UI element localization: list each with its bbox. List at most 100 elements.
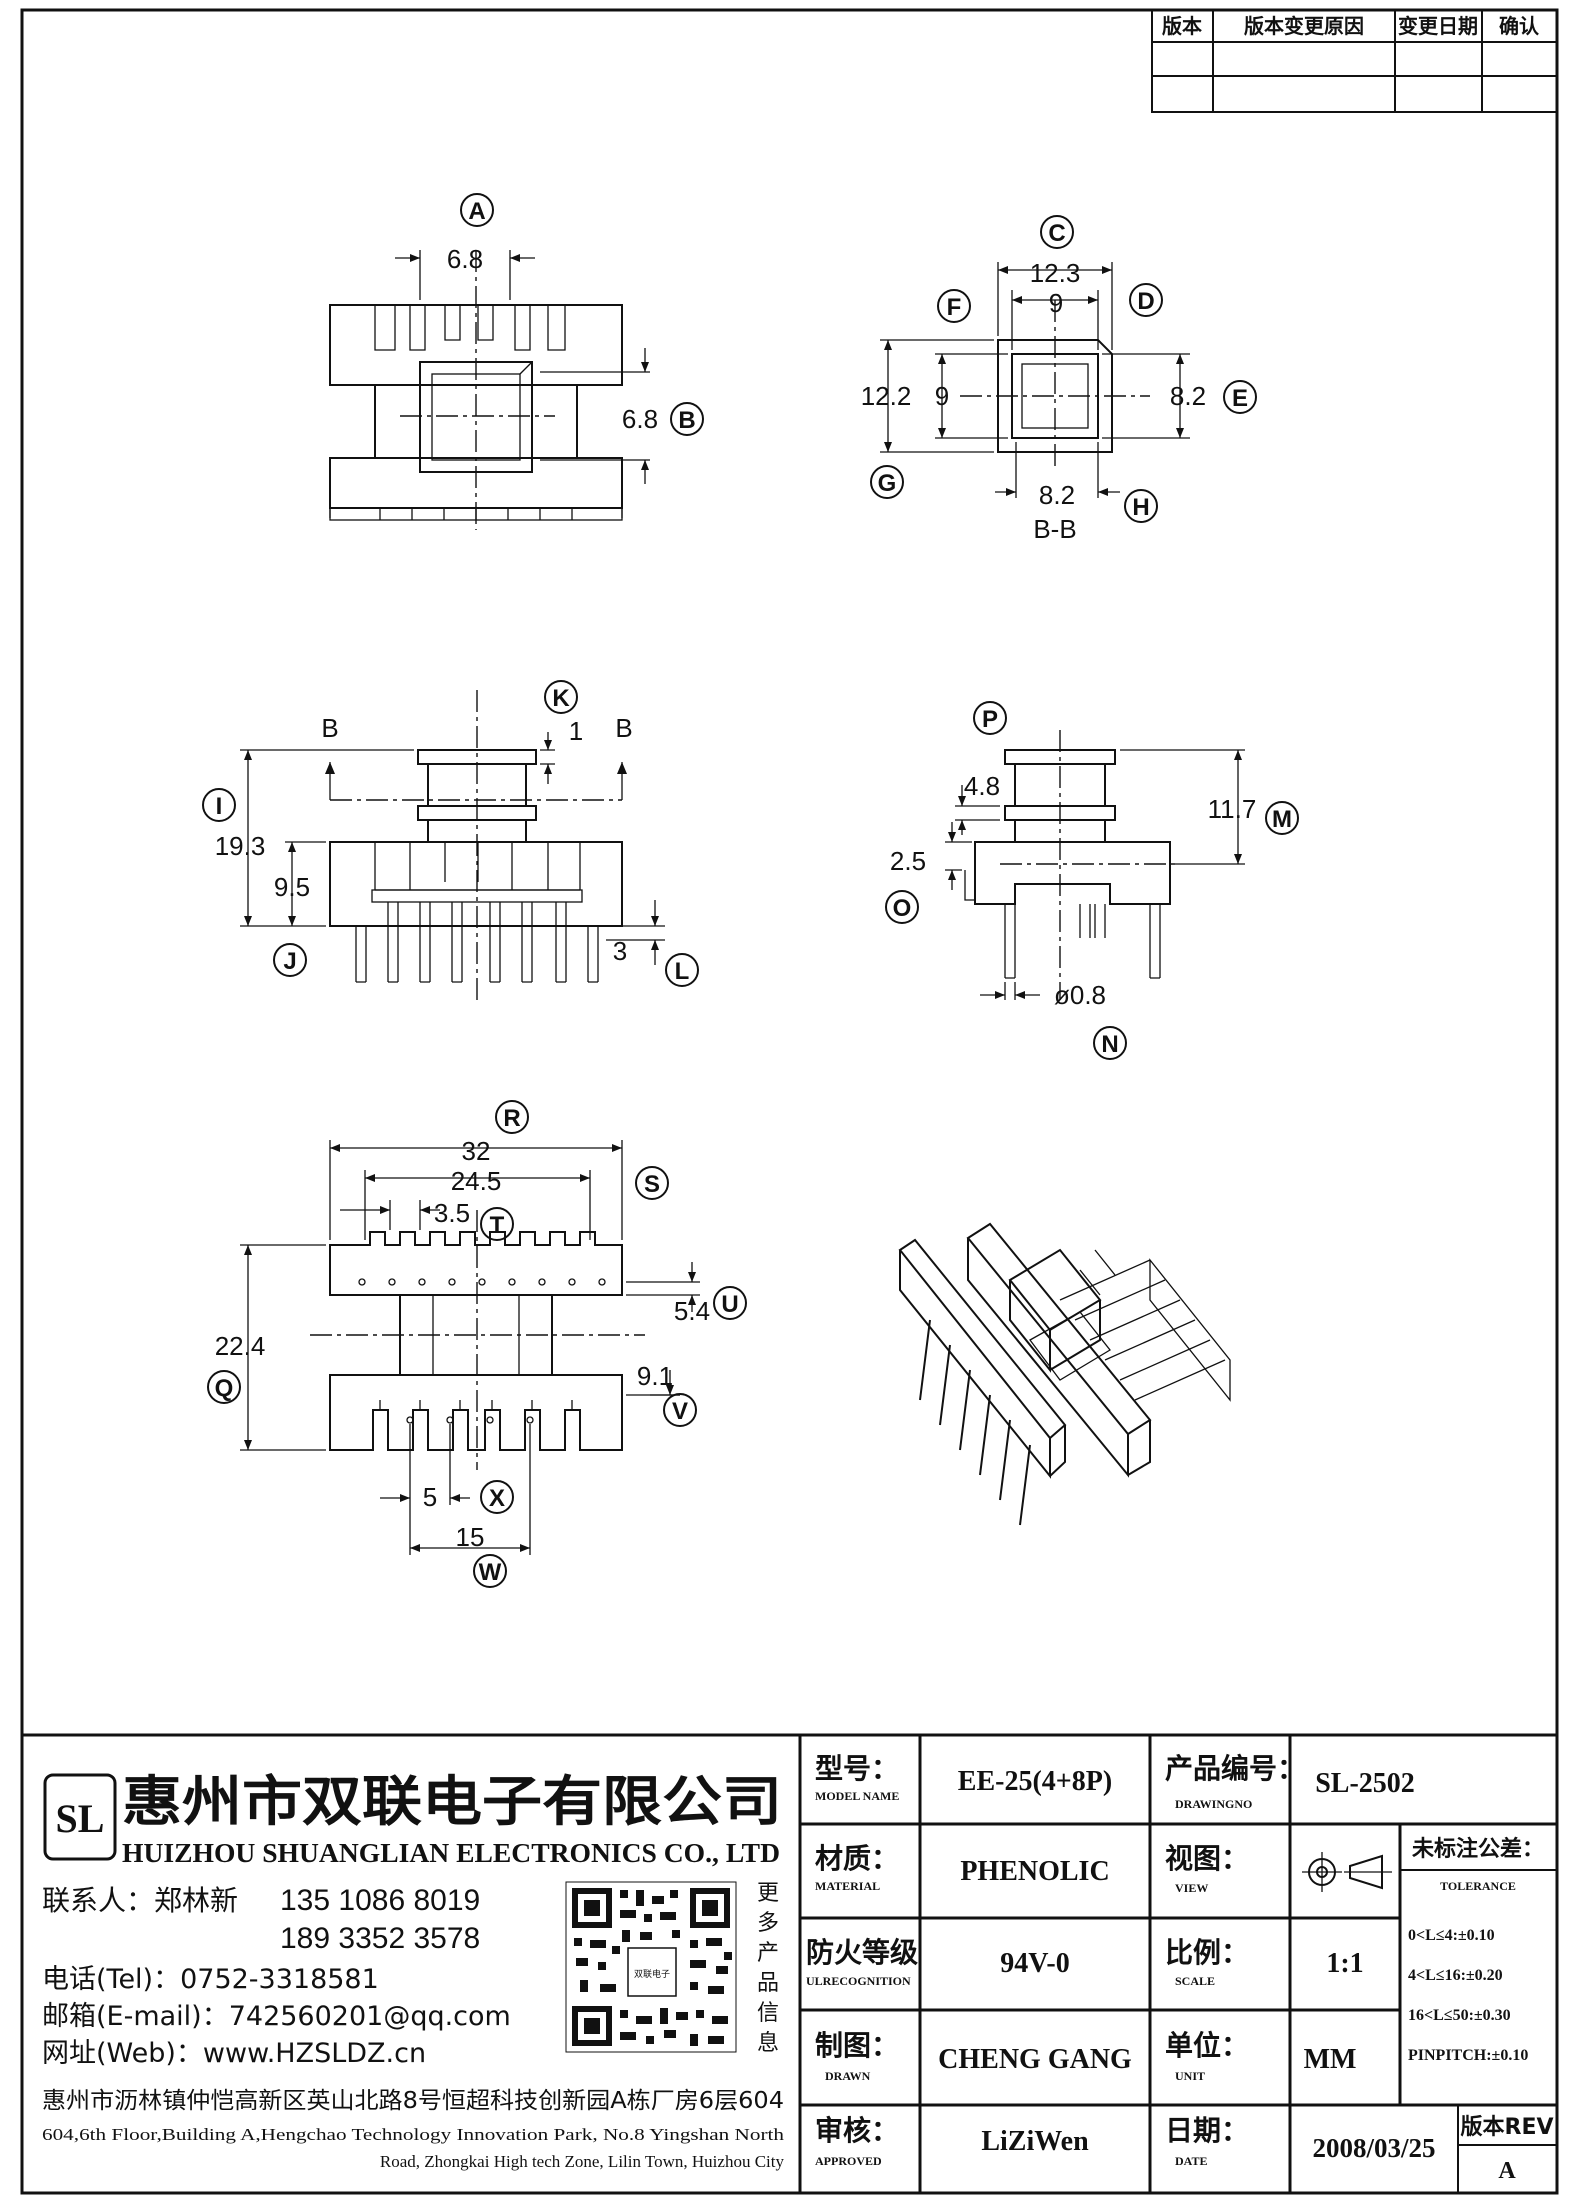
material-sub: MATERIAL bbox=[815, 1879, 880, 1893]
dim-bottom-offset: 9.1 bbox=[637, 1361, 673, 1391]
address-cn: 惠州市沥林镇仲恺高新区英山北路8号恒超科技创新园A栋厂房6层604 bbox=[42, 2088, 784, 2114]
callout-b: B bbox=[678, 407, 695, 434]
drawing-no-value: SL-2502 bbox=[1315, 1768, 1415, 1799]
contact-email: 邮箱(E-mail)：742560201@qq.com bbox=[42, 2001, 511, 2032]
callout-t: T bbox=[490, 1212, 505, 1239]
address-en-2: Road, Zhongkai High tech Zone, Lilin Tow… bbox=[380, 2152, 785, 2171]
callout-w: W bbox=[479, 1559, 502, 1586]
scale-sub: SCALE bbox=[1175, 1974, 1215, 1988]
callout-m: M bbox=[1272, 806, 1292, 833]
unit-sub: UNIT bbox=[1175, 2069, 1205, 2083]
dim-front-pin: 3 bbox=[613, 936, 627, 966]
unit-label: 单位： bbox=[1165, 2029, 1249, 2062]
dim-side-pin-diameter: ø0.8 bbox=[1054, 980, 1106, 1010]
company-name-cn: 惠州市双联电子有限公司 bbox=[122, 1770, 782, 1833]
date-value: 2008/03/25 bbox=[1312, 2133, 1435, 2163]
front-view: B B 1 19.3 9.5 3 K I J L bbox=[202, 680, 699, 1005]
dim-top-width: 6.8 bbox=[447, 244, 483, 274]
drawing-no-sub: DRAWINGNO bbox=[1175, 1797, 1252, 1811]
callout-j: J bbox=[283, 948, 296, 975]
section-view: 12.3 9 12.2 9 8.2 8.2 B-B C bbox=[861, 215, 1257, 544]
address-en-1: 604,6th Floor,Building A,Hengchao Techno… bbox=[42, 2125, 785, 2144]
tolerance-label: 未标注公差： bbox=[1412, 1836, 1544, 1862]
side-view: 4.8 11.7 2.5 ø0.8 P M O N bbox=[885, 701, 1299, 1060]
qr-caption-6: 息 bbox=[757, 2031, 779, 2056]
title-block: 型号： MODEL NAME EE-25(4+8P) 产品编号： DRAWING… bbox=[800, 1735, 1557, 2193]
company-logo-box bbox=[43, 1773, 117, 1861]
dim-bottom-hole: 5.4 bbox=[674, 1296, 710, 1326]
contact-phone-2: 189 3352 3578 bbox=[280, 1922, 480, 1955]
model-sub: MODEL NAME bbox=[815, 1789, 899, 1803]
dim-bottom-pitch: 5 bbox=[423, 1482, 437, 1512]
bottom-view: 32 24.5 3.5 5.4 22.4 9.1 5 bbox=[207, 1100, 747, 1588]
date-label: 日期： bbox=[1165, 2115, 1249, 2147]
section-mark-right: B bbox=[615, 713, 632, 743]
contact-web: 网址(Web)：www.HZSLDZ.cn bbox=[42, 2038, 426, 2069]
model-value: EE-25(4+8P) bbox=[958, 1766, 1112, 1797]
callout-l: L bbox=[675, 958, 690, 985]
fire-rating-label: 防火等级 bbox=[806, 1936, 918, 1969]
contact-phone-1: 135 1086 8019 bbox=[280, 1884, 480, 1917]
rev-header-version: 版本 bbox=[1162, 14, 1202, 38]
approved-value: LiZiWen bbox=[981, 2126, 1089, 2157]
drawn-sub: DRAWN bbox=[825, 2069, 871, 2083]
tolerance-line-2: 4<L≤16:±0.20 bbox=[1408, 1967, 1503, 1984]
approved-label: 审核： bbox=[815, 2114, 899, 2147]
dim-front-base: 9.5 bbox=[274, 872, 310, 902]
drawn-label: 制图： bbox=[815, 2030, 899, 2062]
tolerance-line-3: 16<L≤50:±0.30 bbox=[1408, 2007, 1511, 2024]
callout-s: S bbox=[644, 1171, 660, 1198]
revision-table: 版本 版本变更原因 变更日期 确认 bbox=[1151, 9, 1558, 113]
callout-d: D bbox=[1137, 288, 1154, 315]
pin-hole-row bbox=[358, 1278, 606, 1286]
top-view: 6.8 6.8 A B bbox=[329, 193, 704, 530]
dim-section-width: 12.3 bbox=[1030, 258, 1081, 288]
company-logo: SL bbox=[56, 1796, 105, 1841]
callout-k: K bbox=[552, 685, 570, 712]
dim-side-flange: 4.8 bbox=[964, 771, 1000, 801]
dim-bottom-slot: 3.5 bbox=[434, 1198, 470, 1228]
qr-caption-3: 产 bbox=[757, 1941, 779, 1966]
callout-q: Q bbox=[215, 1375, 234, 1402]
dim-side-height: 11.7 bbox=[1208, 794, 1257, 824]
callout-r: R bbox=[503, 1105, 520, 1132]
drawing-no-label: 产品编号： bbox=[1165, 1752, 1305, 1785]
qr-caption-4: 品 bbox=[757, 1971, 779, 1996]
revision-label: 版本REV bbox=[1461, 2115, 1554, 2140]
dim-section-height: 12.2 bbox=[861, 381, 912, 411]
dim-bottom-span: 24.5 bbox=[451, 1166, 502, 1196]
dim-section-inner-height: 9 bbox=[935, 381, 949, 411]
rev-header-confirm: 确认 bbox=[1499, 14, 1540, 38]
sheet-border bbox=[20, 8, 1559, 2195]
contact-tel: 电话(Tel)：0752-3318581 bbox=[42, 1964, 379, 1995]
dim-section-core-width: 8.2 bbox=[1039, 480, 1075, 510]
dim-bottom-width: 22.4 bbox=[215, 1331, 266, 1361]
view-label: 视图： bbox=[1165, 1843, 1249, 1875]
callout-a: A bbox=[468, 198, 485, 225]
qr-code: 双联电子 bbox=[565, 1881, 737, 2053]
date-sub: DATE bbox=[1175, 2154, 1207, 2168]
rev-header-date: 变更日期 bbox=[1398, 14, 1478, 38]
callout-x: X bbox=[489, 1485, 505, 1512]
callout-h: H bbox=[1132, 494, 1149, 521]
dim-bottom-pin-span: 15 bbox=[456, 1522, 485, 1552]
view-sub: VIEW bbox=[1175, 1881, 1208, 1895]
callout-p: P bbox=[982, 706, 998, 733]
tolerance-sub: TOLERANCE bbox=[1440, 1879, 1516, 1893]
qr-caption-1: 更 bbox=[757, 1881, 779, 1906]
projection-symbol-icon bbox=[1302, 1852, 1392, 1892]
callout-g: G bbox=[878, 470, 897, 497]
dim-front-flange: 1 bbox=[569, 716, 583, 746]
callout-c: C bbox=[1048, 220, 1065, 247]
section-mark-left: B bbox=[321, 713, 338, 743]
isometric-view bbox=[898, 1222, 1231, 1526]
qr-caption-2: 多 bbox=[757, 1911, 779, 1936]
qr-caption-5: 信 bbox=[757, 2001, 779, 2026]
dim-front-height: 19.3 bbox=[215, 831, 266, 861]
dim-section-core-height: 8.2 bbox=[1170, 381, 1206, 411]
dim-top-height: 6.8 bbox=[622, 404, 658, 434]
callout-f: F bbox=[947, 294, 962, 321]
callout-o: O bbox=[893, 895, 912, 922]
dim-side-step: 2.5 bbox=[890, 846, 926, 876]
